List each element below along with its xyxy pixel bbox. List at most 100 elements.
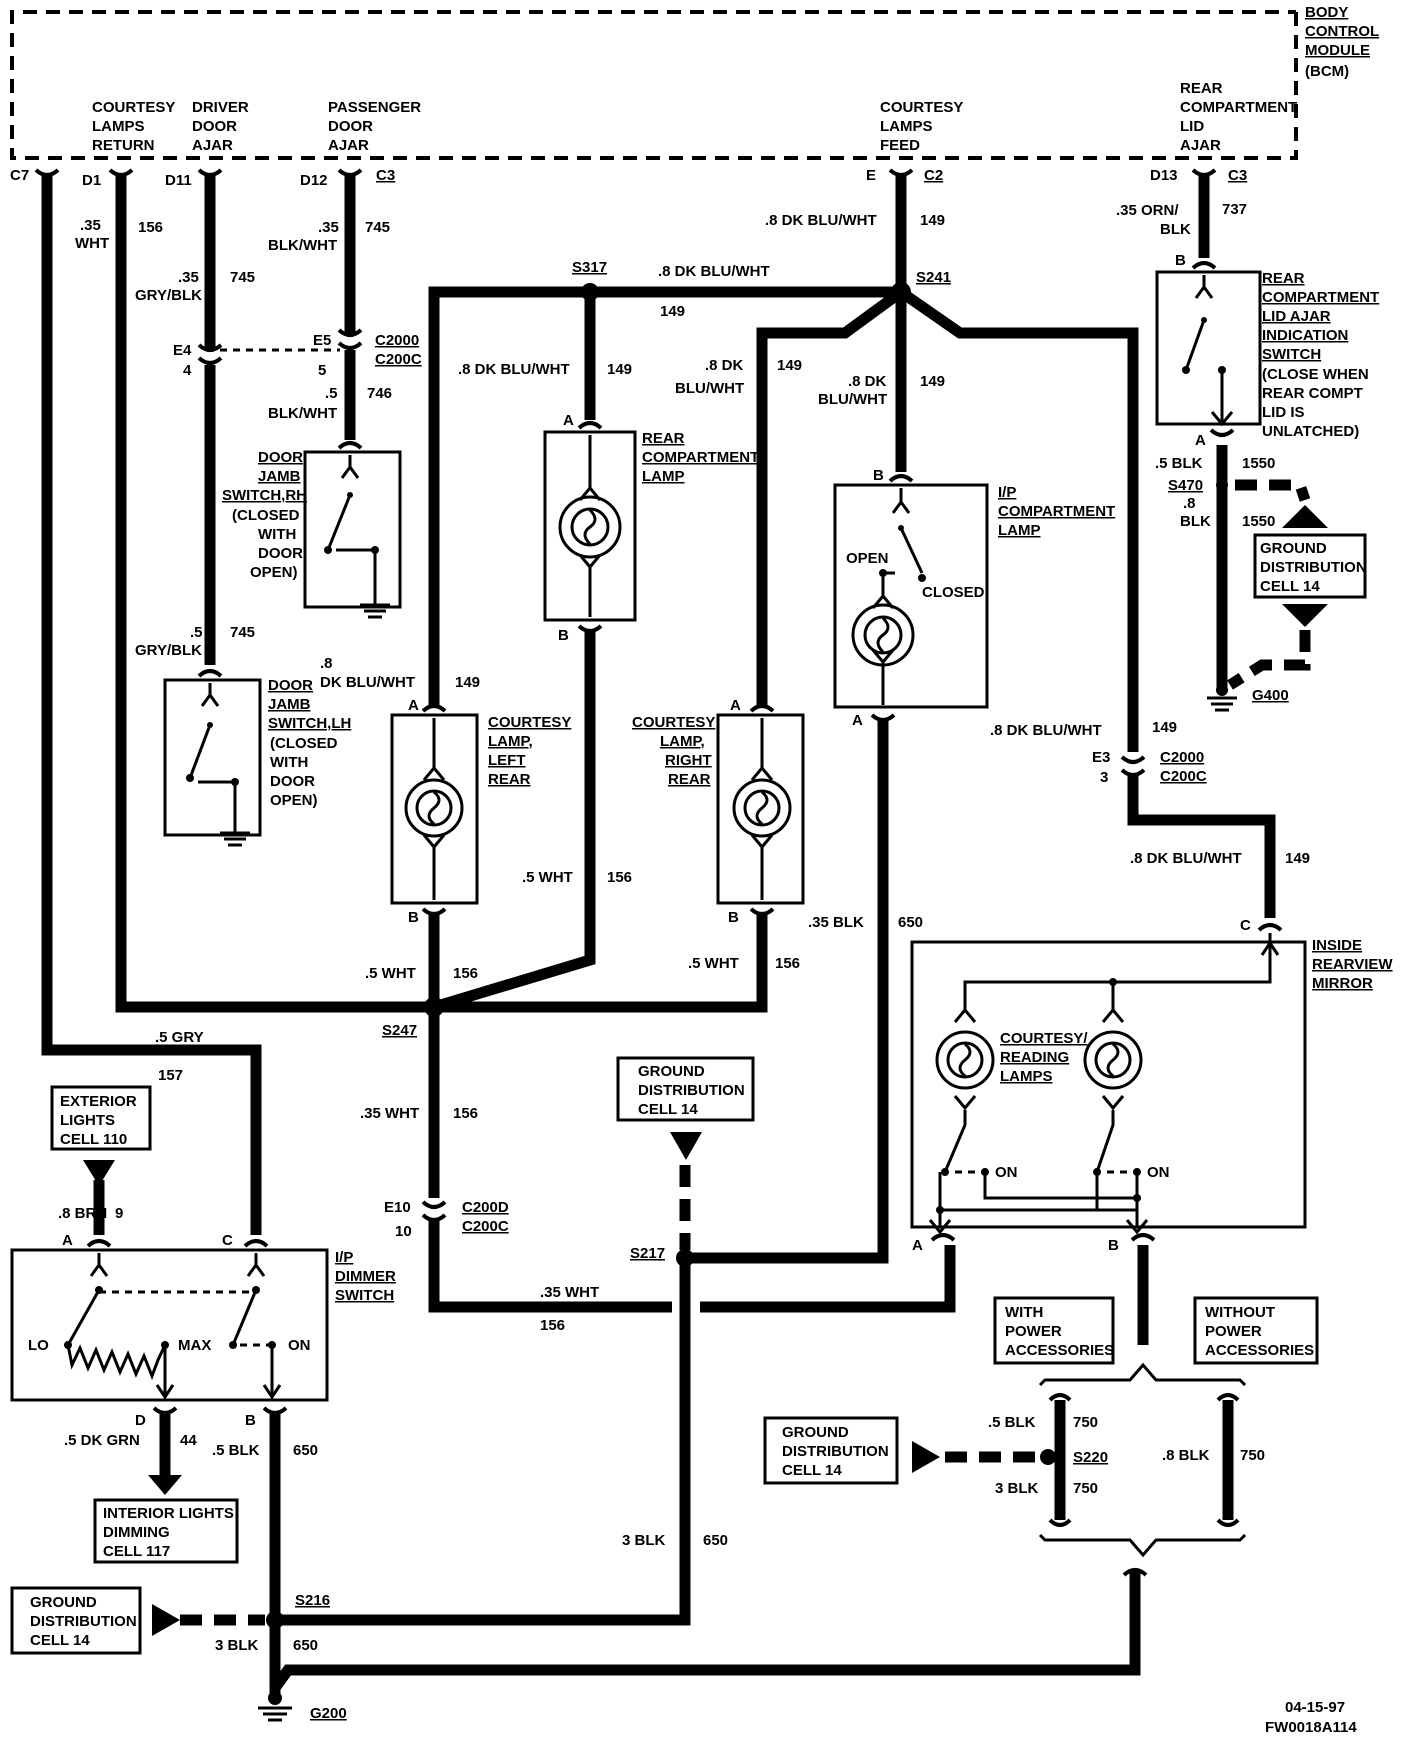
lid-switch-label: UNLATCHED) <box>1262 423 1359 440</box>
wire-label: .35 <box>178 269 199 286</box>
connector-c200c: C200C <box>375 351 422 368</box>
wire-label: .8 BRN <box>58 1205 107 1222</box>
pin-driver-door-3: AJAR <box>192 137 233 154</box>
ref-ground-dist-lid: GROUND DISTRIBUTION CELL 14 <box>1253 505 1367 627</box>
wire-label: GRY/BLK <box>135 287 202 304</box>
splices <box>266 282 1228 1629</box>
wire-circuit: 650 <box>898 914 923 931</box>
splice-s247: S247 <box>382 1022 417 1039</box>
terminal-a: A <box>408 697 419 714</box>
wire-circuit: 156 <box>453 1105 478 1122</box>
terminal-d1: D1 <box>82 172 101 189</box>
footer-code: FW0018A114 <box>1265 1719 1357 1736</box>
wire-circuit: 156 <box>775 955 800 972</box>
wire-label: BLU/WHT <box>818 391 887 408</box>
splice-s317-dot <box>581 283 599 301</box>
terminal-b: B <box>1108 1237 1119 1254</box>
rear-lamp-label: REAR <box>642 430 685 447</box>
wire-circuit: 156 <box>607 869 632 886</box>
terminal-a: A <box>852 712 863 729</box>
lid-switch-label: SWITCH <box>1262 346 1321 363</box>
door-rh-label: WITH <box>258 526 296 543</box>
wire-labels: .35 WHT 156 .35 GRY/BLK 745 .35 BLK/WHT … <box>58 201 1310 1654</box>
bcm-abbrev: (BCM) <box>1305 63 1349 80</box>
courtesy-lr-label: LAMP, <box>488 733 533 750</box>
wire-label: .5 BLK <box>1155 455 1203 472</box>
door-lh-label: OPEN) <box>270 792 318 809</box>
ref-text: CELL 14 <box>638 1101 698 1118</box>
wire-label: GRY/BLK <box>135 642 202 659</box>
pin-courtesy-feed-1: COURTESY <box>880 99 963 116</box>
with-power-label: WITH <box>1005 1304 1043 1321</box>
ip-lamp-label: COMPARTMENT <box>998 503 1115 520</box>
door-jamb-switch-rh: DOOR JAMB SWITCH,RH (CLOSED WITH DOOR OP… <box>222 441 402 619</box>
splice-s216-dot <box>266 1611 284 1629</box>
lid-switch-label: INDICATION <box>1262 327 1348 344</box>
connector-c2000: C2000 <box>375 332 419 349</box>
ref-text: EXTERIOR <box>60 1093 137 1110</box>
lid-switch-label: LID IS <box>1262 404 1305 421</box>
terminal-e5-num: 5 <box>318 362 326 379</box>
terminal-e5: E5 <box>313 332 331 349</box>
splice-s247-dot <box>424 997 444 1017</box>
wire-circuit: 149 <box>455 674 480 691</box>
wire-label: .8 DK BLU/WHT <box>765 212 877 229</box>
terminal-a: A <box>62 1232 73 1249</box>
splice-s241: S241 <box>916 269 951 286</box>
terminal-e: E <box>866 167 876 184</box>
splice-s220: S220 <box>1073 1449 1108 1466</box>
dimmer-label: DIMMER <box>335 1268 396 1285</box>
wire-circuit: 750 <box>1073 1480 1098 1497</box>
terminal-b: B <box>408 909 419 926</box>
wire-circuit: 745 <box>230 269 255 286</box>
with-power-label: ACCESSORIES <box>1005 1342 1114 1359</box>
mirror-label: INSIDE <box>1312 937 1362 954</box>
pin-courtesy-feed-2: LAMPS <box>880 118 933 135</box>
wire-label: .8 BLK <box>1162 1447 1210 1464</box>
wires <box>41 175 1276 1695</box>
ref-ground-dist-s217: GROUND DISTRIBUTION CELL 14 <box>616 1056 755 1160</box>
terminal-e3-num: 3 <box>1100 769 1108 786</box>
ref-text: DISTRIBUTION <box>782 1443 889 1460</box>
bcm-module: BODY CONTROL MODULE (BCM) COURTESY LAMPS… <box>10 4 1379 160</box>
wire-circuit: 149 <box>920 373 945 390</box>
ip-lamp-label: I/P <box>998 484 1016 501</box>
ref-text: DISTRIBUTION <box>638 1082 745 1099</box>
splice-s470: S470 <box>1168 477 1203 494</box>
lid-switch-label: REAR COMPT <box>1262 385 1363 402</box>
wire-label: 3 BLK <box>995 1480 1039 1497</box>
reading-lamps-label: COURTESY/ <box>1000 1030 1088 1047</box>
door-jamb-switch-lh: DOOR JAMB SWITCH,LH (CLOSED WITH DOOR OP… <box>163 669 351 847</box>
terminal-a: A <box>1195 432 1206 449</box>
without-power-label: POWER <box>1205 1323 1262 1340</box>
wire-label: BLK/WHT <box>268 405 337 422</box>
wire-label: .5 GRY <box>155 1029 204 1046</box>
wire-circuit: 44 <box>180 1432 197 1449</box>
ground-dashed-wires <box>180 348 1311 1626</box>
wire-circuit: 156 <box>138 219 163 236</box>
wire-circuit: 149 <box>607 361 632 378</box>
ref-interior-lights-dimming: INTERIOR LIGHTS DIMMING CELL 117 <box>93 1475 239 1564</box>
wire-circuit: 1550 <box>1242 455 1275 472</box>
inline-connectors: E4 4 E5 5 C2000 C200C E3 3 C2000 C200C E… <box>173 328 1207 1240</box>
pin-courtesy-return-3: RETURN <box>92 137 155 154</box>
wire-circuit: 157 <box>158 1067 183 1084</box>
lid-switch-label: (CLOSE WHEN <box>1262 366 1369 383</box>
wire-label: 3 BLK <box>215 1637 259 1654</box>
wire-circuit: 737 <box>1222 201 1247 218</box>
courtesy-lr-label: LEFT <box>488 752 526 769</box>
terminal-e10-num: 10 <box>395 1223 412 1240</box>
terminal-b: B <box>245 1412 256 1429</box>
terminal-e4-num: 4 <box>183 362 192 379</box>
wire-circuit: 156 <box>540 1317 565 1334</box>
wire-label: .8 DK BLU/WHT <box>658 263 770 280</box>
ground-g400: G400 <box>1207 684 1289 712</box>
splice-s217-dot <box>676 1249 694 1267</box>
wire-label: .5 WHT <box>522 869 573 886</box>
terminal-c3-left: C3 <box>376 167 395 184</box>
door-rh-label: JAMB <box>258 468 301 485</box>
power-accessories-options: WITH POWER ACCESSORIES WITHOUT POWER ACC… <box>993 1296 1319 1577</box>
dimmer-label: SWITCH <box>335 1287 394 1304</box>
rear-compartment-lamp: A B REAR COMPARTMENT LAMP <box>543 412 759 644</box>
wire-circuit: 745 <box>365 219 390 236</box>
